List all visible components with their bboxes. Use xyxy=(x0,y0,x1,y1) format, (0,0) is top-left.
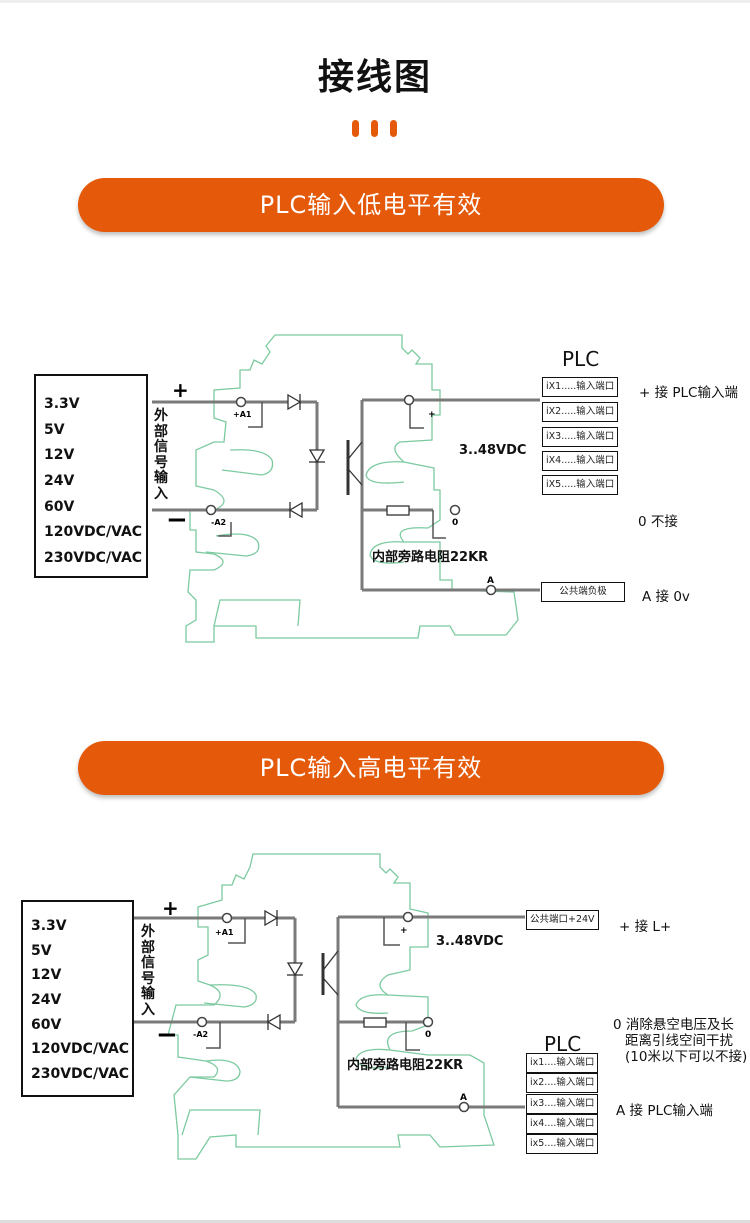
note-zero: 0 不接 xyxy=(638,514,678,530)
terminal-a1-label: +A1 xyxy=(215,928,234,937)
external-signal-input-label: 外部信号输入 xyxy=(141,924,155,1018)
voltage-option: 230VDC/VAC xyxy=(31,1066,130,1083)
decor-dot xyxy=(390,120,397,137)
plc-port-box: ix2....输入端口 xyxy=(526,1073,599,1093)
terminal-a-label: A xyxy=(487,576,494,586)
page-title: 接线图 xyxy=(317,57,432,98)
terminal-zero-label: 0 xyxy=(452,518,458,528)
terminal-zero-label: 0 xyxy=(425,1030,431,1040)
voltage-option: 120VDC/VAC xyxy=(31,1041,130,1058)
terminal-a2-label: -A2 xyxy=(193,1030,208,1039)
terminal-plus-label: + xyxy=(400,926,408,936)
input-voltage-box: 3.3V 5V 12V 24V 60V 120VDC/VAC 230VDC/VA… xyxy=(21,900,134,1097)
circuit-drawing: + − +A1 -A2 + 0 A xyxy=(152,334,540,643)
minus-sign: − xyxy=(156,1020,178,1050)
led-diode-symbols xyxy=(264,909,387,1031)
voltage-option: 24V xyxy=(44,473,75,490)
output-voltage-label: 3..48VDC xyxy=(459,443,527,458)
terminal-a-label: A xyxy=(460,1093,467,1103)
voltage-option: 3.3V xyxy=(31,918,67,934)
note-zero: 0 消除悬空电压及长 距离引线空间干扰 (10米以下可以不接) xyxy=(613,1017,747,1065)
input-voltage-box: 3.3V 5V 12V 24V 60V 120VDC/VAC 230VDC/VA… xyxy=(34,374,148,578)
note-zero-line: 距离引线空间干扰 xyxy=(625,1033,733,1049)
decor-dot xyxy=(371,120,378,137)
module-outline xyxy=(185,334,519,643)
plc-port-box: iX4.....输入端口 xyxy=(542,451,619,471)
terminal-a1-label: +A1 xyxy=(233,410,252,419)
plc-port-box: ix5....输入端口 xyxy=(526,1134,599,1154)
voltage-option: 60V xyxy=(44,498,75,515)
voltage-option: 5V xyxy=(31,942,52,959)
voltage-option: 24V xyxy=(31,992,62,1009)
plc-port-box: ix4....输入端口 xyxy=(526,1114,599,1134)
voltage-option: 12V xyxy=(44,447,75,464)
note-a: A 接 PLC输入端 xyxy=(616,1103,713,1119)
title-decoration xyxy=(352,120,400,138)
common-plus24v-box: 公共端口+24V xyxy=(526,910,599,930)
voltage-option: 120VDC/VAC xyxy=(44,524,143,541)
circuit-drawing: + − +A1 -A2 + 0 A xyxy=(134,853,525,1160)
minus-sign: − xyxy=(166,505,188,535)
note-plus: + 接 PLC输入端 xyxy=(639,385,738,401)
voltage-option: 12V xyxy=(31,967,62,984)
terminal-screws xyxy=(205,394,497,596)
plc-label: PLC xyxy=(544,1032,582,1056)
plc-label: PLC xyxy=(562,347,600,371)
terminal-plus-label: + xyxy=(428,410,436,420)
section-banner-high-level: PLC输入高电平有效 xyxy=(78,741,664,795)
voltage-option: 60V xyxy=(31,1016,62,1033)
plc-port-box: iX1.....输入端口 xyxy=(542,377,619,397)
module-outline xyxy=(167,853,495,1160)
common-negative-box: 公共端负极 xyxy=(541,582,625,602)
decor-dot xyxy=(352,120,359,137)
output-voltage-label: 3..48VDC xyxy=(436,934,504,949)
led-diode-symbols xyxy=(287,393,410,519)
terminal-screws xyxy=(196,911,470,1113)
plc-port-box: iX2.....输入端口 xyxy=(542,402,619,422)
section-banner-low-level: PLC输入低电平有效 xyxy=(78,178,664,232)
bypass-resistor-label: 内部旁路电阻22KR xyxy=(372,550,489,565)
plc-port-box: ix1....输入端口 xyxy=(526,1053,599,1073)
plc-port-box: iX3.....输入端口 xyxy=(542,427,619,447)
external-signal-input-label: 外部信号输入 xyxy=(154,408,168,502)
top-border xyxy=(0,0,750,3)
voltage-option: 5V xyxy=(44,421,65,438)
wiring-diagram-low-level: + − +A1 -A2 + 0 A 3.3V 5V 12V 24V 60V 12… xyxy=(0,330,750,650)
bottom-border xyxy=(0,1220,750,1223)
note-zero-line: 0 消除悬空电压及长 xyxy=(613,1017,734,1033)
terminal-a2-label: -A2 xyxy=(211,518,226,527)
voltage-option: 230VDC/VAC xyxy=(44,550,143,567)
wiring-diagram-high-level: + − +A1 -A2 + 0 A 3.3V 5V 12V 24V 60V 12… xyxy=(0,845,750,1185)
terminal-brackets xyxy=(206,917,420,1051)
bypass-resistor-label: 内部旁路电阻22KR xyxy=(347,1058,464,1073)
wires xyxy=(152,398,540,592)
plus-sign: + xyxy=(172,378,189,402)
voltage-option: 3.3V xyxy=(44,396,80,412)
terminal-brackets xyxy=(218,400,446,539)
note-zero-line: (10米以下可以不接) xyxy=(625,1049,748,1065)
note-a: A 接 0v xyxy=(642,589,690,605)
plc-port-box: ix3....输入端口 xyxy=(526,1094,599,1114)
plc-port-box: iX5.....输入端口 xyxy=(542,475,619,495)
note-plus: + 接 L+ xyxy=(619,919,672,935)
plus-sign: + xyxy=(162,896,179,920)
